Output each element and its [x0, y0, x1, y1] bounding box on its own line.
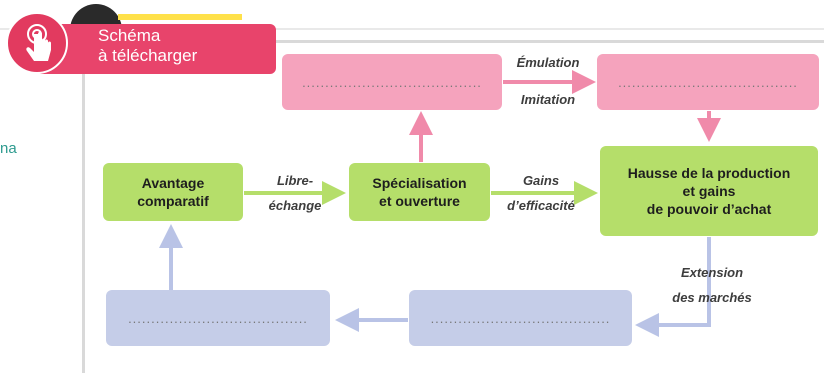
margin-text: na: [0, 140, 17, 157]
blank-dots: .......................................: [128, 310, 308, 326]
label-line: échange: [268, 198, 322, 213]
badge-label-line2: à télécharger: [98, 46, 198, 65]
yellow-strip-decoration: [118, 14, 242, 20]
download-schema-badge[interactable]: Schéma à télécharger: [6, 12, 276, 74]
label-line: Libre-: [276, 173, 314, 188]
diagram-frame: [82, 40, 824, 373]
pink-box-left[interactable]: .......................................: [282, 54, 502, 110]
blank-dots: .......................................: [618, 74, 798, 90]
box-line: comparatif: [137, 193, 209, 209]
badge-label-line1: Schéma: [98, 26, 161, 45]
label-line: des marchés: [672, 290, 752, 305]
badge-background: [36, 24, 276, 74]
box-line: et gains: [682, 183, 736, 199]
top-divider: [0, 28, 824, 30]
label-imitation: Imitation: [520, 92, 576, 107]
label-extension-marches: Extension des marchés: [660, 264, 764, 306]
blue-box-left[interactable]: .......................................: [106, 290, 330, 346]
arrow-extension-marches: [635, 237, 711, 337]
box-line: Hausse de la production: [627, 165, 791, 181]
avantage-comparatif-box: Avantage comparatif: [103, 163, 243, 221]
box-line: de pouvoir d’achat: [646, 201, 772, 217]
pink-box-right[interactable]: .......................................: [597, 54, 819, 110]
badge-circle: [6, 12, 68, 74]
blank-dots: .......................................: [302, 74, 482, 90]
label-emulation: Émulation: [516, 55, 580, 70]
hand-pointer-icon: [26, 24, 51, 61]
blue-box-right[interactable]: .......................................: [409, 290, 632, 346]
specialisation-box: Spécialisation et ouverture: [349, 163, 490, 221]
label-line: Extension: [680, 265, 744, 280]
hausse-production-box: Hausse de la production et gains de pouv…: [600, 146, 818, 236]
label-gains-efficacite: Gains d’efficacité: [493, 172, 589, 214]
blank-dots: .......................................: [430, 310, 611, 326]
badge-label[interactable]: Schéma à télécharger: [98, 26, 197, 66]
label-line: d’efficacité: [507, 198, 575, 213]
box-line: Spécialisation: [372, 175, 467, 191]
box-line: et ouverture: [379, 193, 460, 209]
diagram-arrows: [159, 70, 721, 337]
box-line: Avantage: [141, 175, 205, 191]
label-line: Gains: [522, 173, 560, 188]
label-libre-echange: Libre- échange: [252, 172, 338, 214]
